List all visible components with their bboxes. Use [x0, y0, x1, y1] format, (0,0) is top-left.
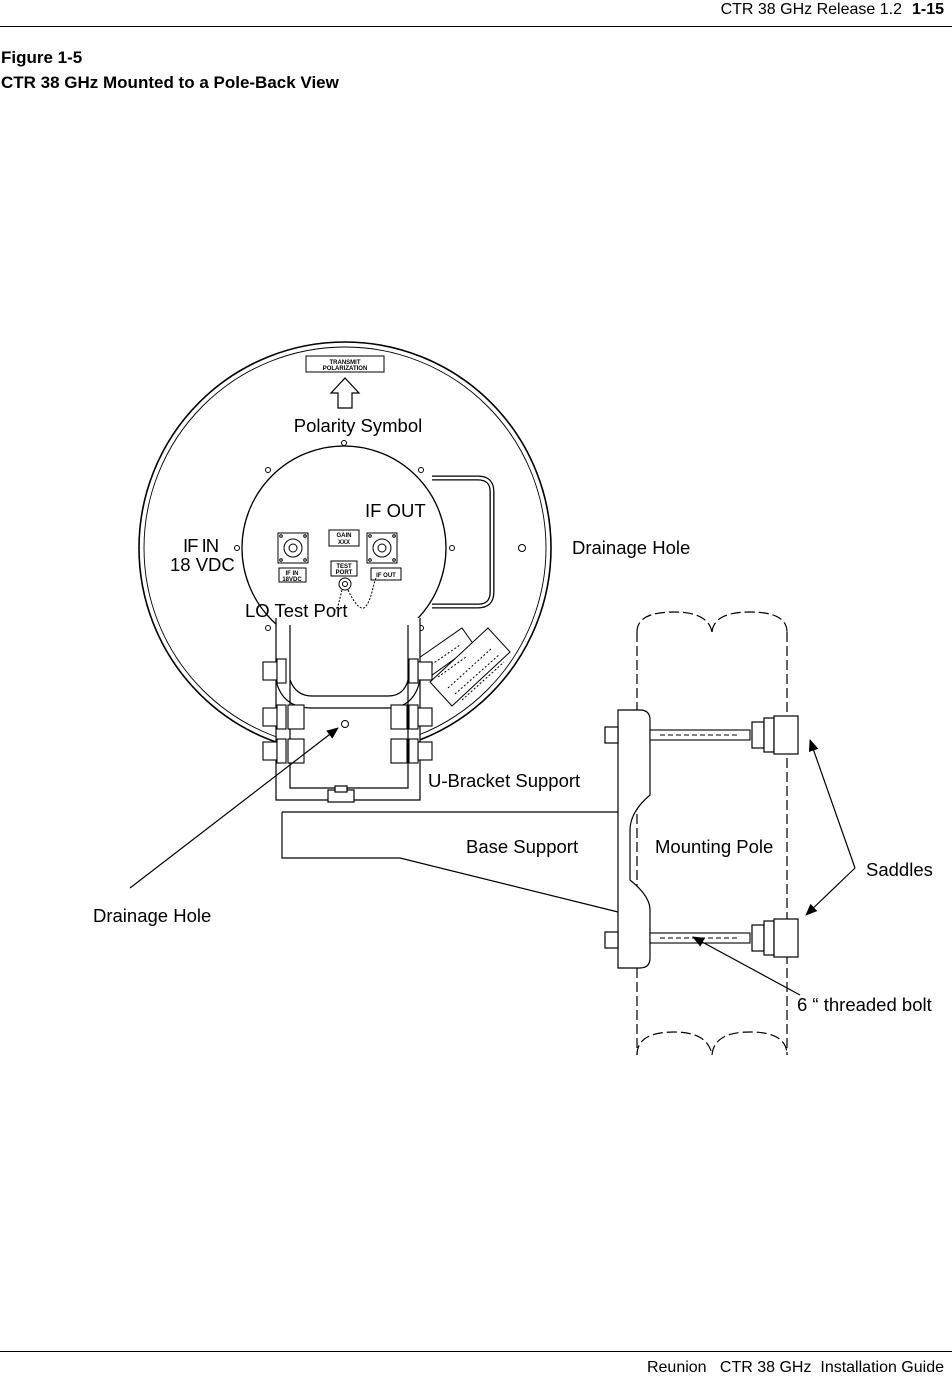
label-saddles: Saddles — [866, 859, 933, 880]
plate-if-out: IF OUT — [376, 573, 396, 579]
clamp-plate — [604, 709, 651, 969]
bracket-bolts — [262, 658, 433, 764]
label-threaded-bolt: 6 “ threaded bolt — [797, 994, 932, 1015]
figure-title: CTR 38 GHz Mounted to a Pole-Back View — [1, 73, 339, 92]
plate-gain-value: XXX — [338, 540, 350, 546]
up-arrow-icon — [329, 377, 361, 409]
if-out-connector — [366, 532, 402, 581]
footer-text: Reunion CTR 38 GHz Installation Guide — [646, 1359, 944, 1376]
plate-test: TEST — [336, 564, 352, 570]
plate-if-in: IF IN — [286, 571, 299, 577]
label-drainage-hole-right: Drainage Hole — [572, 537, 690, 558]
mounting-pole — [636, 611, 788, 1056]
plate-gain: GAIN — [337, 533, 352, 539]
page-header: CTR 38 GHz Release 1.2 1-15 — [0, 0, 952, 28]
base-support — [281, 811, 619, 913]
label-drainage-hole-left: Drainage Hole — [93, 905, 211, 926]
header-release: CTR 38 GHz Release 1.2 — [720, 1, 902, 18]
label-u-bracket-support: U-Bracket Support — [428, 770, 580, 791]
label-if-in: IF IN — [183, 535, 218, 556]
test-port-plate: TEST PORT — [330, 560, 358, 577]
gain-plate: GAIN XXX — [328, 529, 360, 547]
label-base-support: Base Support — [466, 836, 578, 857]
footer-rule — [0, 1351, 952, 1352]
saddles — [751, 715, 799, 958]
header-page-number: 1-15 — [911, 1, 944, 18]
header-text: CTR 38 GHz Release 1.2 1-15 — [721, 1, 944, 19]
drainage-hole-left — [341, 720, 349, 728]
lo-test-port — [333, 577, 377, 613]
label-18-vdc: 18 VDC — [170, 554, 235, 575]
label-mounting-pole: Mounting Pole — [655, 836, 773, 857]
figure-number: Figure 1-5 — [1, 48, 83, 67]
leader-lines — [129, 727, 856, 996]
plate-transmit: TRANSMIT — [330, 360, 361, 366]
plate-polarization: POLARIZATION — [323, 366, 368, 372]
if-in-connector — [277, 532, 309, 583]
drainage-hole-right — [518, 544, 526, 552]
label-lo-test-port: LO Test Port — [245, 600, 347, 621]
label-if-out: IF OUT — [365, 500, 426, 521]
plate-18vdc: 18VDC — [282, 577, 302, 583]
label-polarity-symbol: Polarity Symbol — [294, 415, 423, 436]
u-bracket — [275, 618, 421, 803]
header-rule — [0, 26, 952, 27]
plate-port: PORT — [336, 570, 353, 576]
polarization-plate: TRANSMIT POLARIZATION — [305, 355, 385, 373]
